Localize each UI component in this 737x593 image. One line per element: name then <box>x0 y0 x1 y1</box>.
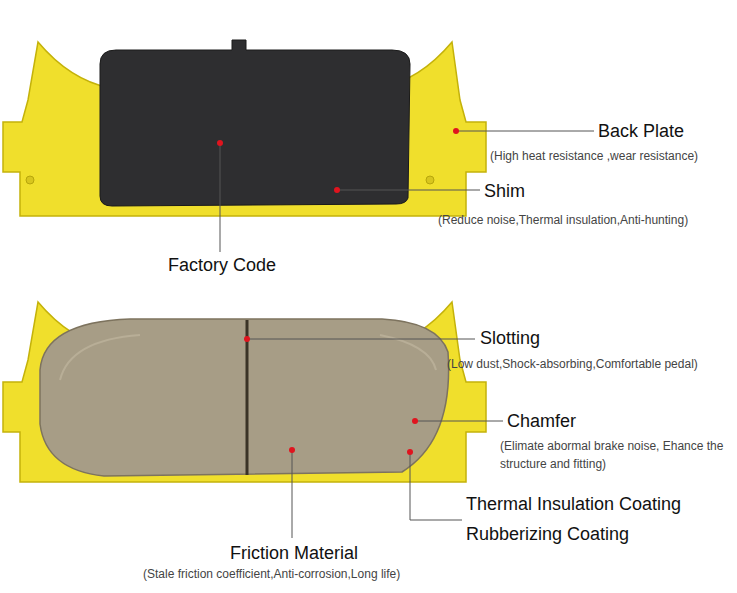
part-note: (Reduce noise,Thermal insulation,Anti-hu… <box>438 214 688 228</box>
back-plate <box>3 302 486 482</box>
part-note: (Stale friction coefficient,Anti-corrosi… <box>143 568 400 582</box>
part-note: (Low dust,Shock-absorbing,Comfortable pe… <box>447 358 698 372</box>
part-name: Thermal Insulation Coating <box>466 494 681 515</box>
slot <box>246 320 249 475</box>
part-name: Shim <box>484 181 525 202</box>
part-name: Slotting <box>480 328 540 349</box>
part-note: (High heat resistance ,wear resistance) <box>490 150 698 164</box>
part-name: Chamfer <box>507 411 576 432</box>
part-name: Back Plate <box>598 121 684 142</box>
part-name: Factory Code <box>168 255 276 276</box>
friction-material <box>40 319 449 476</box>
part-note: (Elimate abormal brake noise, Ehance the… <box>500 437 725 473</box>
shim <box>100 40 410 206</box>
part-name: Rubberizing Coating <box>466 524 629 545</box>
part-name: Friction Material <box>230 543 358 564</box>
